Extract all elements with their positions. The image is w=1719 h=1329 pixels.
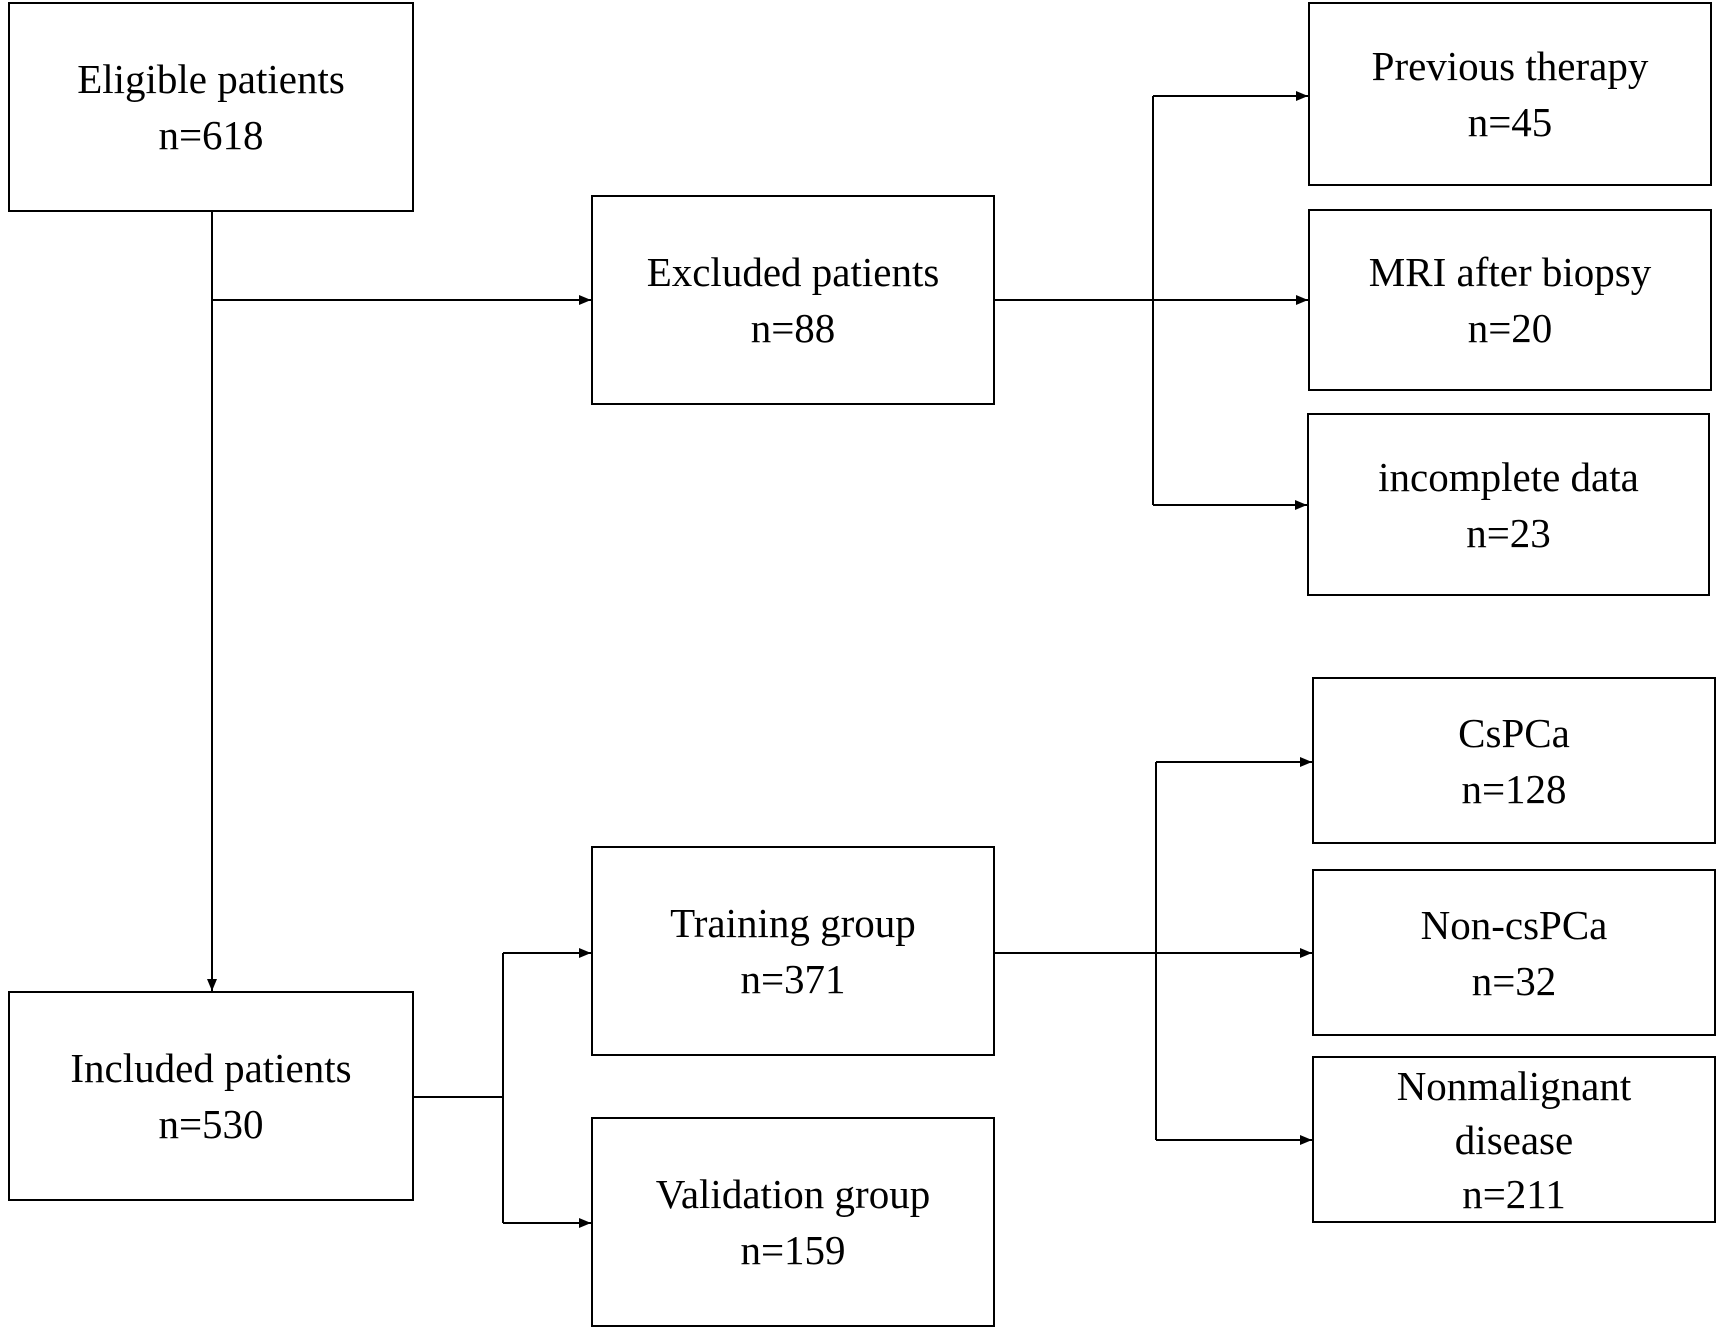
nonmalignant-label-line1: Nonmalignant	[1396, 1062, 1632, 1109]
training-group-label: Training group	[670, 900, 916, 946]
included-patients-count: n=530	[158, 1101, 264, 1147]
mri-after-biopsy-label: MRI after biopsy	[1368, 249, 1652, 295]
eligible-patients-box: Eligible patients n=618	[8, 2, 414, 212]
previous-therapy-label: Previous therapy	[1371, 43, 1649, 89]
nonmalignant-disease-box: Nonmalignant disease n=211	[1312, 1056, 1716, 1223]
validation-group-box: Validation group n=159	[591, 1117, 995, 1327]
validation-group-count: n=159	[740, 1227, 846, 1273]
incomplete-data-label: incomplete data	[1378, 453, 1639, 500]
nonmalignant-label-line2: disease	[1454, 1116, 1574, 1163]
mri-after-biopsy-box: MRI after biopsy n=20	[1308, 209, 1712, 391]
incomplete-data-box: incomplete data n=23	[1307, 413, 1710, 596]
incomplete-data-count: n=23	[1466, 509, 1551, 556]
excluded-patients-label: Excluded patients	[646, 249, 940, 295]
excluded-patients-box: Excluded patients n=88	[591, 195, 995, 405]
cspca-box: CsPCa n=128	[1312, 677, 1716, 844]
training-group-box: Training group n=371	[591, 846, 995, 1056]
included-patients-label: Included patients	[70, 1045, 352, 1091]
non-cspca-count: n=32	[1471, 957, 1557, 1004]
cspca-label: CsPCa	[1458, 709, 1570, 756]
non-cspca-box: Non-csPCa n=32	[1312, 869, 1716, 1036]
eligible-patients-count: n=618	[158, 112, 264, 158]
previous-therapy-count: n=45	[1467, 99, 1553, 145]
nonmalignant-count: n=211	[1462, 1170, 1566, 1217]
eligible-patients-label: Eligible patients	[77, 56, 345, 102]
mri-after-biopsy-count: n=20	[1467, 305, 1553, 351]
included-patients-box: Included patients n=530	[8, 991, 414, 1201]
validation-group-label: Validation group	[655, 1171, 931, 1217]
previous-therapy-box: Previous therapy n=45	[1308, 2, 1712, 186]
cspca-count: n=128	[1461, 765, 1567, 812]
excluded-patients-count: n=88	[750, 305, 836, 351]
training-group-count: n=371	[740, 956, 846, 1002]
non-cspca-label: Non-csPCa	[1420, 901, 1608, 948]
